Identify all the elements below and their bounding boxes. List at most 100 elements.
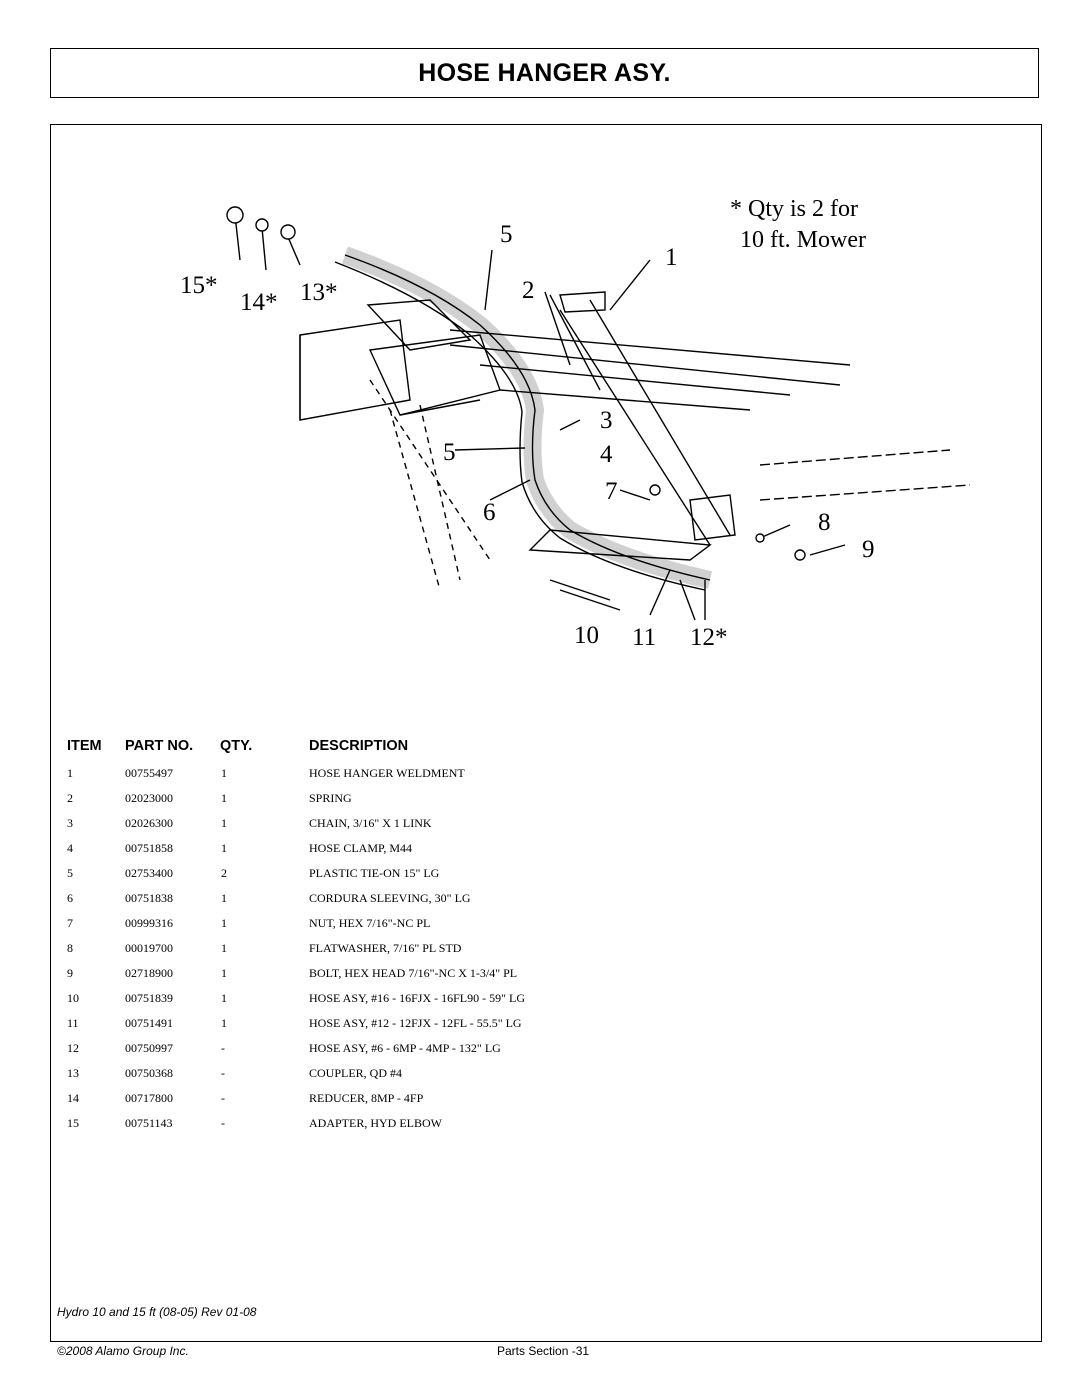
cell-part-no: 00751858	[125, 841, 173, 855]
table-row: 7 00999316 1 NUT, HEX 7/16"-NC PL	[0, 914, 1080, 939]
cell-qty: 1	[221, 841, 227, 855]
footer-revision: Hydro 10 and 15 ft (08-05) Rev 01-08	[57, 1305, 257, 1319]
cell-description: HOSE HANGER WELDMENT	[309, 766, 465, 780]
cell-part-no: 02026300	[125, 816, 173, 830]
cell-qty: 1	[221, 891, 227, 905]
parts-table-body: 1 00755497 1 HOSE HANGER WELDMENT 2 02023000 1…	[0, 764, 1080, 1139]
cell-qty: -	[221, 1091, 225, 1105]
cell-part-no: 02753400	[125, 866, 173, 880]
cell-description: HOSE ASY, #12 - 12FJX - 12FL - 55.5" LG	[309, 1016, 522, 1030]
cell-description: COUPLER, QD #4	[309, 1066, 403, 1080]
callout-9: 9	[862, 536, 875, 563]
cell-item: 7	[67, 916, 73, 930]
callout-2: 2	[522, 277, 535, 304]
callout-10: 10	[574, 622, 599, 649]
cell-part-no: 00717800	[125, 1091, 173, 1105]
qty-note-line2: 10 ft. Mower	[740, 227, 866, 253]
cell-item: 11	[67, 1016, 79, 1030]
cell-item: 9	[67, 966, 73, 980]
header-part-no: PART NO.	[125, 738, 194, 754]
cell-part-no: 02718900	[125, 966, 173, 980]
callout-8: 8	[818, 509, 831, 536]
callout-12: 12*	[690, 624, 728, 651]
footer-page-number: Parts Section -31	[497, 1344, 590, 1358]
cell-description: REDUCER, 8MP - 4FP	[309, 1091, 424, 1105]
cell-qty: 1	[221, 816, 227, 830]
callout-11: 11	[632, 624, 656, 651]
callout-15: 15*	[180, 272, 218, 299]
title-box: HOSE HANGER ASY.	[50, 48, 1039, 98]
cell-item: 1	[67, 766, 73, 780]
callout-7: 7	[605, 478, 618, 505]
callout-6: 6	[483, 499, 496, 526]
cell-qty: 1	[221, 991, 227, 1005]
cell-description: HOSE CLAMP, M44	[309, 841, 413, 855]
header-item: ITEM	[67, 738, 102, 754]
cell-part-no: 00750997	[125, 1041, 173, 1055]
table-row: 1 00755497 1 HOSE HANGER WELDMENT	[0, 764, 1080, 789]
callout-5b: 5	[443, 439, 456, 466]
cell-qty: 1	[221, 766, 227, 780]
cell-description: CORDURA SLEEVING, 30" LG	[309, 891, 471, 905]
cell-part-no: 00751491	[125, 1016, 173, 1030]
cell-part-no: 00755497	[125, 766, 173, 780]
cell-description: HOSE ASY, #16 - 16FJX - 16FL90 - 59" LG	[309, 991, 526, 1005]
cell-item: 4	[67, 841, 73, 855]
cell-description: BOLT, HEX HEAD 7/16"-NC X 1-3/4" PL	[309, 966, 518, 980]
cell-description: PLASTIC TIE-ON 15" LG	[309, 866, 440, 880]
table-row: 11 00751491 1 HOSE ASY, #12 - 12FJX - 12FL …	[0, 1014, 1080, 1039]
cell-item: 3	[67, 816, 73, 830]
table-row: 9 02718900 1 BOLT, HEX HEAD 7/16"-NC X 1-3/…	[0, 964, 1080, 989]
cell-item: 5	[67, 866, 73, 880]
cell-part-no: 00751839	[125, 991, 173, 1005]
diagram-svg: 15* 14* 13* 5 1 2 3 4 5 7 6 8 9 10 11 12…	[180, 196, 971, 651]
header-qty: QTY.	[220, 738, 253, 754]
cell-item: 15	[67, 1116, 79, 1130]
callout-4: 4	[600, 441, 613, 468]
cell-description: SPRING	[309, 791, 352, 805]
parts-table-header: ITEM PART NO. QTY. DESCRIPTION	[0, 738, 1080, 758]
cell-part-no: 00751838	[125, 891, 173, 905]
cell-part-no: 00751143	[125, 1116, 173, 1130]
cell-item: 8	[67, 941, 73, 955]
table-row: 8 00019700 1 FLATWASHER, 7/16" PL STD	[0, 939, 1080, 964]
cell-description: HOSE ASY, #6 - 6MP - 4MP - 132" LG	[309, 1041, 501, 1055]
cell-qty: 1	[221, 916, 227, 930]
table-row: 5 02753400 2 PLASTIC TIE-ON 15" LG	[0, 864, 1080, 889]
cell-part-no: 02023000	[125, 791, 173, 805]
header-description: DESCRIPTION	[309, 738, 409, 754]
cell-qty: 1	[221, 791, 227, 805]
content-frame	[50, 124, 1042, 1342]
table-row: 13 00750368 - COUPLER, QD #4	[0, 1064, 1080, 1089]
cell-part-no: 00750368	[125, 1066, 173, 1080]
cell-description: FLATWASHER, 7/16" PL STD	[309, 941, 462, 955]
cell-item: 13	[67, 1066, 79, 1080]
table-row: 3 02026300 1 CHAIN, 3/16" X 1 LINK	[0, 814, 1080, 839]
table-row: 15 00751143 - ADAPTER, HYD ELBOW	[0, 1114, 1080, 1139]
callout-14: 14*	[240, 289, 278, 316]
callout-1: 1	[665, 244, 678, 271]
cell-part-no: 00019700	[125, 941, 173, 955]
callout-13: 13*	[300, 279, 338, 306]
qty-note-line1: * Qty is 2 for	[730, 196, 858, 222]
cell-description: NUT, HEX 7/16"-NC PL	[309, 916, 431, 930]
table-row: 6 00751838 1 CORDURA SLEEVING, 30" LG	[0, 889, 1080, 914]
cell-part-no: 00999316	[125, 916, 173, 930]
cell-qty: 1	[221, 941, 227, 955]
callout-5a: 5	[500, 221, 513, 248]
cell-qty: -	[221, 1041, 225, 1055]
cell-description: CHAIN, 3/16" X 1 LINK	[309, 816, 432, 830]
cell-qty: -	[221, 1116, 225, 1130]
cell-qty: 2	[221, 866, 227, 880]
cell-qty: 1	[221, 1016, 227, 1030]
cell-description: ADAPTER, HYD ELBOW	[309, 1116, 442, 1130]
cell-item: 10	[67, 991, 79, 1005]
table-row: 4 00751858 1 HOSE CLAMP, M44	[0, 839, 1080, 864]
cell-qty: -	[221, 1066, 225, 1080]
cell-item: 6	[67, 891, 73, 905]
cell-qty: 1	[221, 966, 227, 980]
table-row: 10 00751839 1 HOSE ASY, #16 - 16FJX - 16FL9…	[0, 989, 1080, 1014]
